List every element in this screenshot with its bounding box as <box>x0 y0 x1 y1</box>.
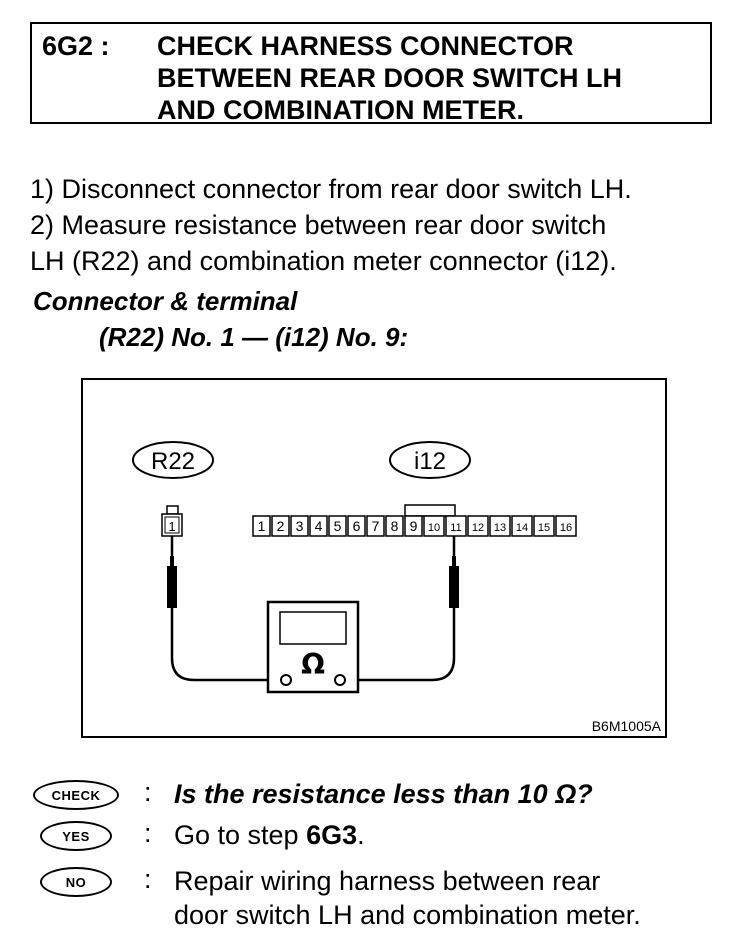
i12-terminal-13: 13 <box>494 522 506 534</box>
i12-terminal-7: 7 <box>372 518 380 534</box>
check-colon: : <box>144 777 152 807</box>
i12-label-oval <box>389 441 471 479</box>
connector-spec: (R22) No. 1 — (i12) No. 9: <box>99 322 409 352</box>
i12-terminal-cell <box>404 515 423 537</box>
i12-terminal-cell <box>423 515 445 537</box>
instructions: 1) Disconnect connector from rear door s… <box>30 171 720 279</box>
i12-terminal-15: 15 <box>538 522 550 534</box>
r22-terminal-cell <box>164 516 180 534</box>
step-id: 6G2 : <box>42 31 110 61</box>
check-row: CHECK : Is the resistance less than 10 Ω… <box>33 777 723 813</box>
instruction-line: LH (R22) and combination meter connector… <box>30 246 617 276</box>
i12-terminal-cell <box>252 515 271 537</box>
no-answer-line: Repair wiring harness between rear <box>174 866 601 896</box>
probe-right <box>449 566 459 608</box>
i12-terminal-5: 5 <box>334 518 342 534</box>
i12-label: i12 <box>414 448 446 475</box>
i12-terminal-10: 10 <box>428 522 440 534</box>
connector-title: Connector & terminal <box>33 286 298 316</box>
yes-step-link: 6G3 <box>306 820 358 850</box>
no-badge: NO <box>40 867 112 897</box>
i12-terminal-cell <box>533 515 555 537</box>
ohmmeter-display <box>279 611 347 645</box>
r22-label: R22 <box>151 448 195 475</box>
i12-terminal-12: 12 <box>472 522 484 534</box>
i12-terminal-cell <box>445 515 467 537</box>
check-question: Is the resistance less than 10 Ω? <box>174 779 593 809</box>
i12-terminal-cell <box>489 515 511 537</box>
meter-terminal-left <box>280 674 292 686</box>
i12-terminal-cell <box>290 515 309 537</box>
step-title-line: CHECK HARNESS CONNECTOR <box>157 31 574 61</box>
yes-text: Go to step <box>174 820 307 850</box>
i12-terminal-2: 2 <box>277 518 285 534</box>
no-answer: Repair wiring harness between rear door … <box>174 864 641 932</box>
r22-terminal: 1 <box>168 519 175 534</box>
i12-terminal-cell <box>511 515 533 537</box>
r22-label-oval <box>132 441 214 479</box>
i12-terminal-cell <box>467 515 489 537</box>
no-row: NO : Repair wiring harness between rear … <box>33 864 723 936</box>
step-title: CHECK HARNESS CONNECTOR BETWEEN REAR DOO… <box>157 30 622 126</box>
step-header: 6G2 : CHECK HARNESS CONNECTOR BETWEEN RE… <box>30 22 712 126</box>
i12-latch <box>404 504 456 517</box>
yes-badge: YES <box>40 821 112 851</box>
i12-terminal-3: 3 <box>296 518 304 534</box>
r22-latch <box>166 505 179 515</box>
figure-code: B6M1005A <box>592 718 662 734</box>
i12-terminal-11: 11 <box>450 522 461 534</box>
i12-terminal-1: 1 <box>258 518 266 534</box>
no-answer-line: door switch LH and combination meter. <box>174 900 641 930</box>
i12-terminal-cell <box>328 515 347 537</box>
i12-terminal-9: 9 <box>410 518 418 534</box>
probe-left <box>167 566 177 608</box>
i12-terminal-cell <box>309 515 328 537</box>
instruction-line: 2) Measure resistance between rear door … <box>30 210 607 240</box>
no-colon: : <box>144 864 152 894</box>
meter-terminal-right <box>334 674 346 686</box>
step-title-line: AND COMBINATION METER. <box>157 95 524 125</box>
check-badge: CHECK <box>33 780 119 810</box>
i12-terminal-cell <box>347 515 366 537</box>
i12-terminal-cell <box>555 515 577 537</box>
wire-right <box>345 536 456 682</box>
i12-terminal-cell <box>271 515 290 537</box>
wire-left <box>170 536 281 682</box>
i12-terminal-8: 8 <box>391 518 399 534</box>
i12-terminal-16: 16 <box>560 522 572 534</box>
i12-terminal-cell <box>366 515 385 537</box>
i12-terminal-14: 14 <box>516 522 528 534</box>
i12-terminal-6: 6 <box>353 518 361 534</box>
i12-terminal-4: 4 <box>315 518 323 534</box>
ohm-icon: Ω <box>301 648 325 681</box>
yes-answer: Go to step 6G3. <box>174 820 365 850</box>
i12-terminal-cell <box>385 515 404 537</box>
yes-row: YES : Go to step 6G3. <box>33 818 723 854</box>
yes-colon: : <box>144 818 152 848</box>
step-title-line: BETWEEN REAR DOOR SWITCH LH <box>157 63 622 93</box>
instruction-line: 1) Disconnect connector from rear door s… <box>30 174 632 204</box>
